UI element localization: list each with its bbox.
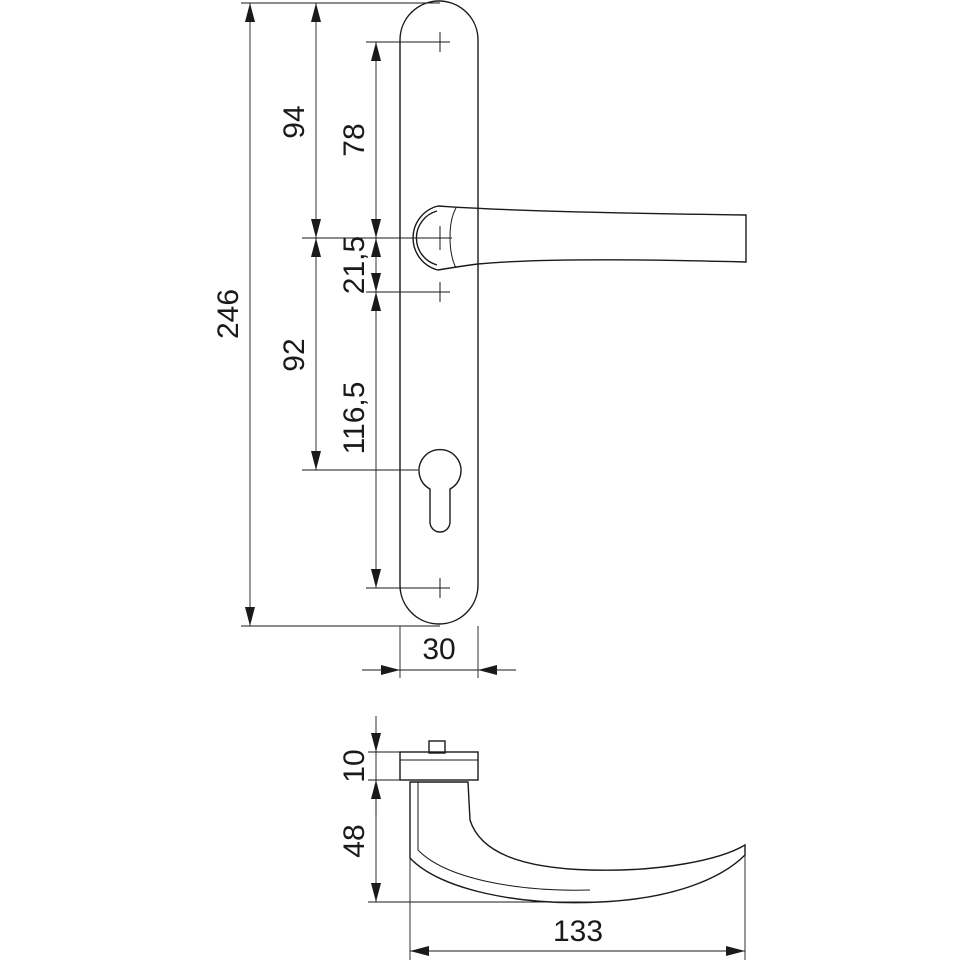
side-view bbox=[399, 740, 746, 904]
label-lever-length: 133 bbox=[553, 915, 603, 948]
label-upper-to-spindle: 94 bbox=[278, 105, 311, 138]
screw-hole-bottom bbox=[430, 578, 450, 598]
label-total-height: 246 bbox=[212, 289, 245, 339]
keyhole-cutout bbox=[418, 448, 462, 533]
spindle-center-marker bbox=[428, 226, 452, 250]
label-rose-height: 10 bbox=[338, 749, 371, 782]
dimension-labels: 246 94 78 21,5 92 116,5 30 10 48 133 bbox=[212, 105, 603, 948]
screw-hole-top bbox=[430, 32, 450, 52]
front-view bbox=[399, 0, 747, 625]
label-lever-height: 48 bbox=[338, 824, 371, 857]
spindle-stub bbox=[428, 740, 446, 754]
label-screw-to-bottom-screw: 116,5 bbox=[338, 382, 371, 455]
label-top-screw-to-spindle: 78 bbox=[338, 123, 371, 156]
backplate-outline bbox=[399, 0, 479, 625]
screw-hole-middle bbox=[430, 282, 450, 302]
label-plate-width: 30 bbox=[422, 633, 455, 666]
dimension-lines bbox=[241, 2, 746, 960]
label-spindle-to-keyhole: 92 bbox=[278, 338, 311, 371]
rose bbox=[399, 751, 479, 781]
lever-profile bbox=[409, 781, 746, 904]
lever-handle-front bbox=[412, 205, 747, 271]
label-spindle-to-screw: 21,5 bbox=[338, 236, 371, 294]
